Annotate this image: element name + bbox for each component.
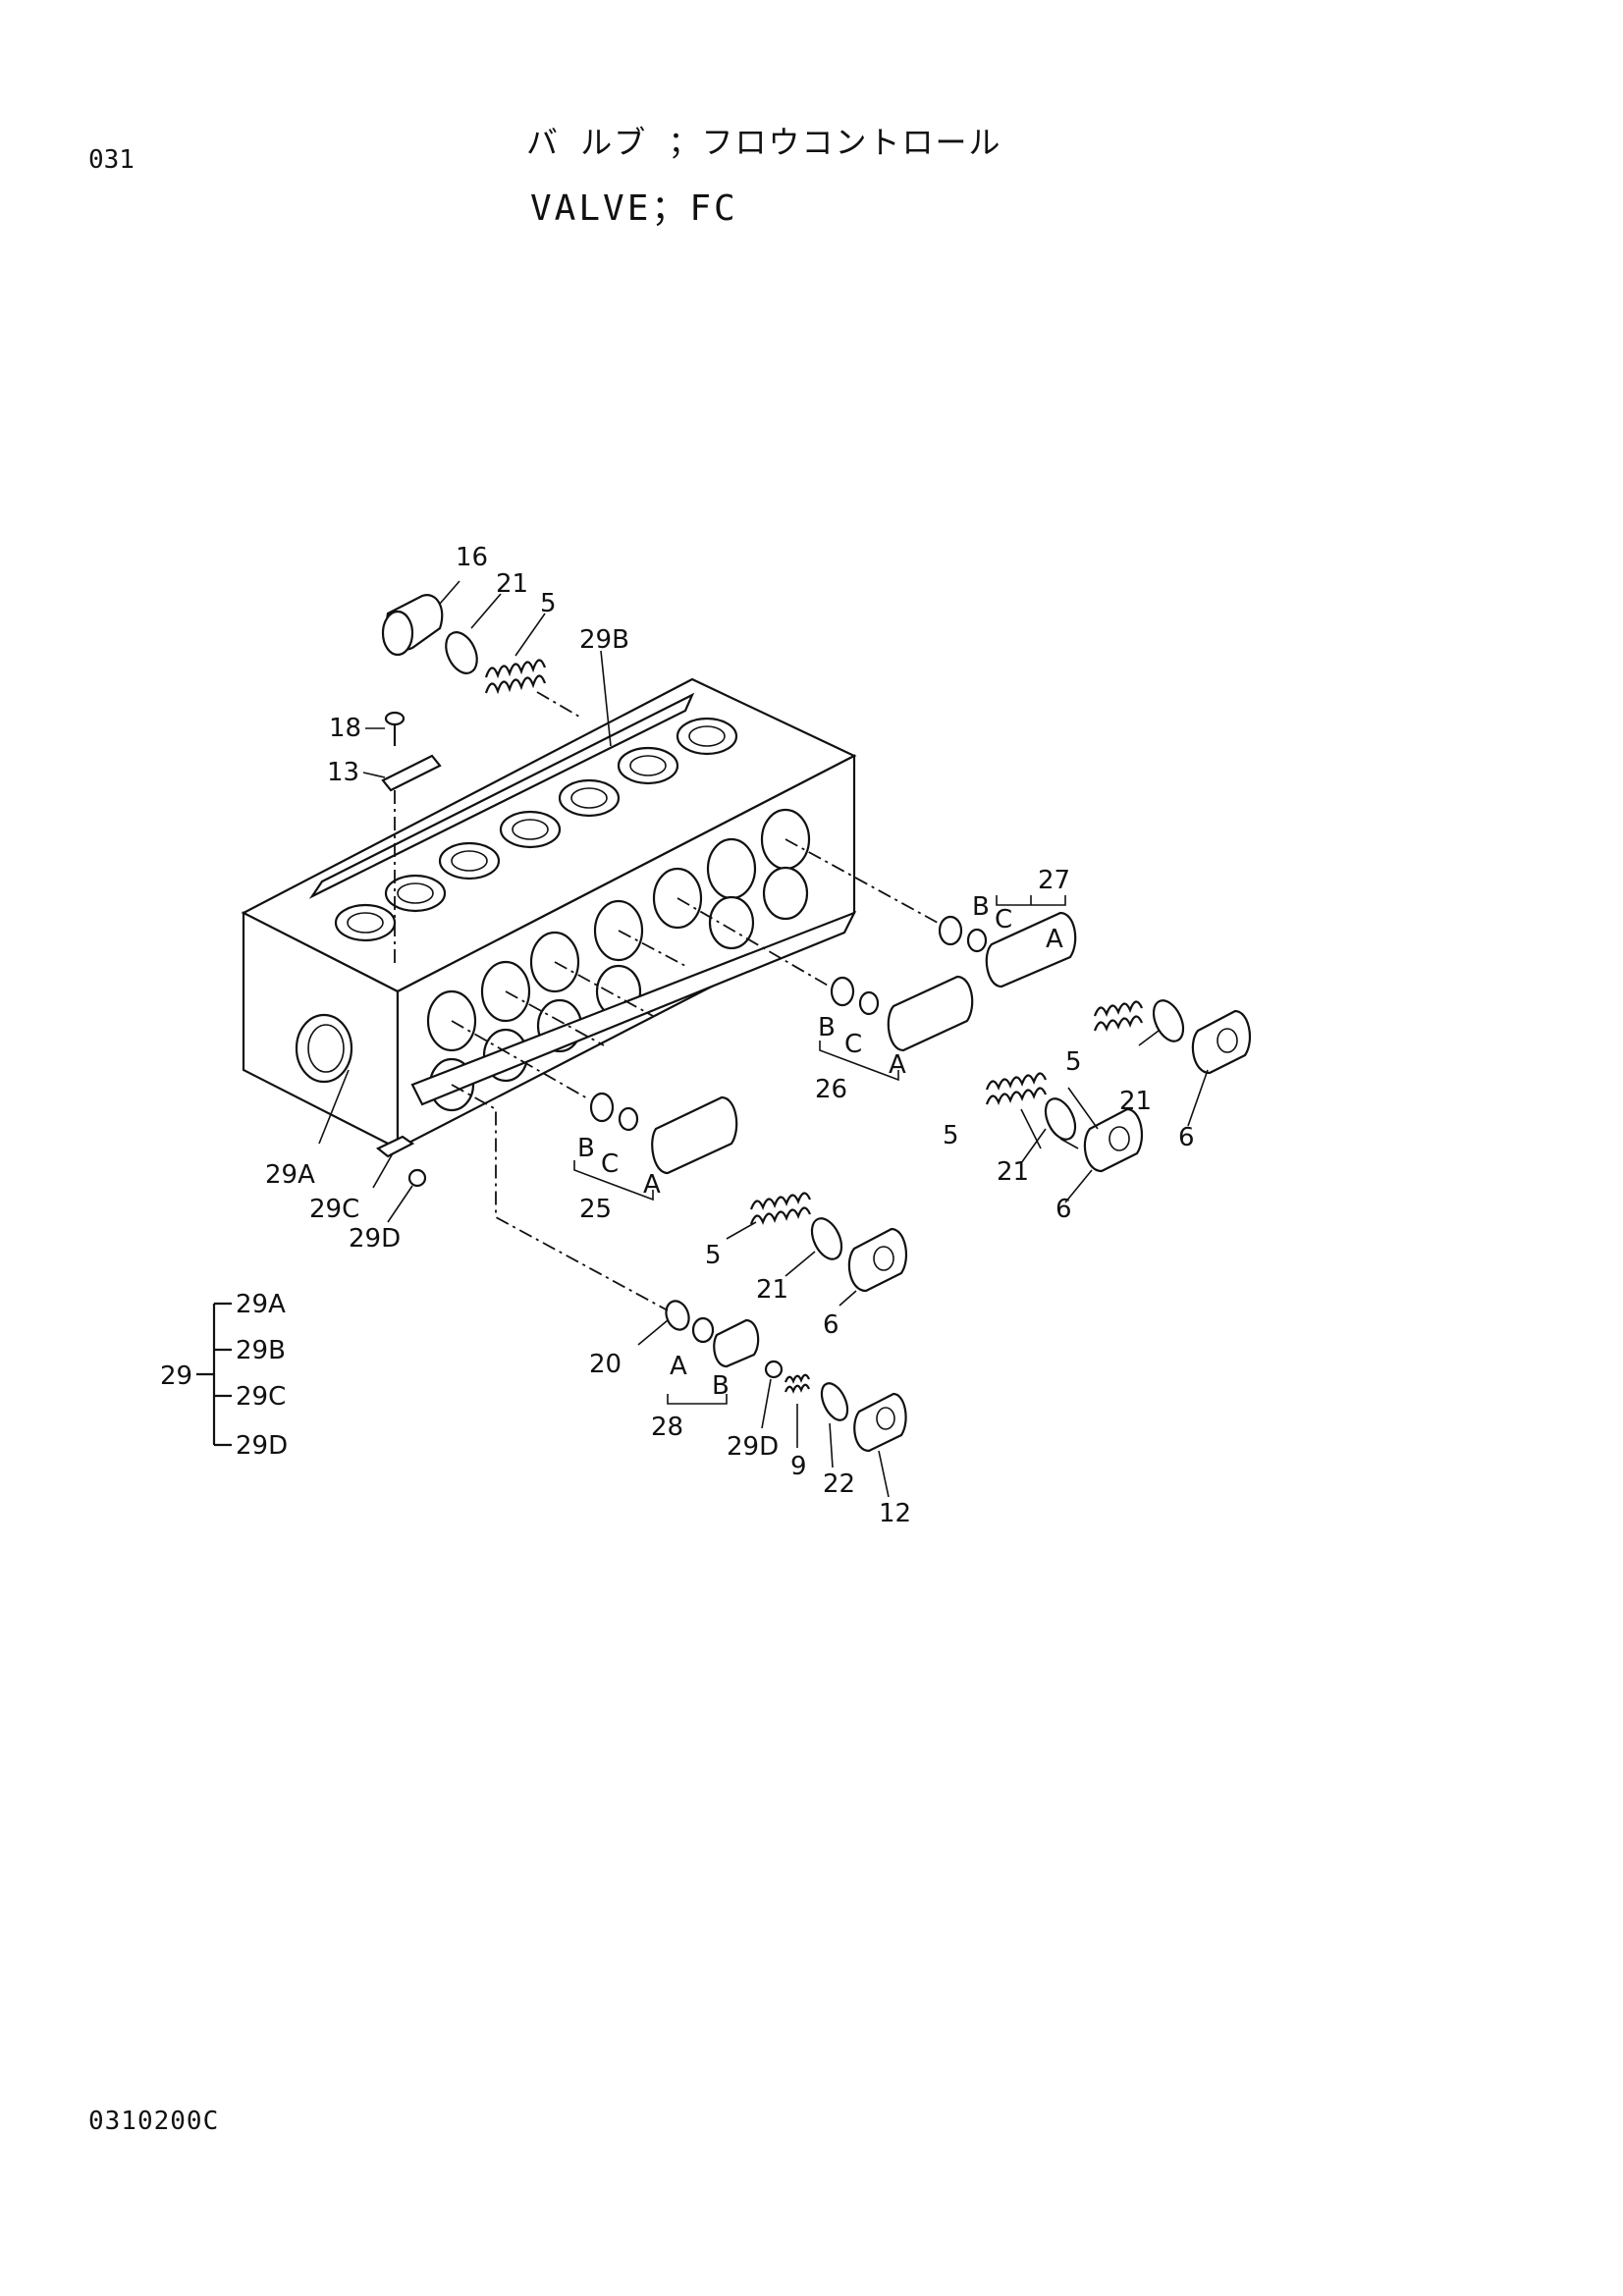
tree-child-29b: 29B — [236, 1336, 286, 1365]
callout-5-r1: 5 — [1065, 1047, 1082, 1077]
callout-25-a: A — [643, 1170, 661, 1200]
title-english: VALVE；FC — [530, 188, 738, 229]
spool-set-26 — [830, 975, 1144, 1173]
callout-5-r3: 5 — [705, 1241, 722, 1270]
callout-21-r3: 21 — [756, 1275, 788, 1305]
group-brackets — [573, 895, 1066, 1405]
callout-18: 18 — [329, 714, 361, 743]
callout-9: 9 — [790, 1452, 807, 1481]
callout-25: 25 — [579, 1195, 612, 1224]
callout-29b: 29B — [579, 625, 629, 655]
callout-21-top: 21 — [496, 569, 528, 599]
callout-29d-bottom: 29D — [727, 1432, 779, 1462]
tree-child-29d: 29D — [236, 1431, 288, 1461]
callout-20: 20 — [589, 1350, 622, 1379]
callout-21-r1: 21 — [1119, 1087, 1152, 1116]
callout-29a: 29A — [265, 1160, 315, 1190]
callout-22: 22 — [823, 1469, 855, 1499]
valve-block — [241, 677, 857, 1150]
callout-6-r1: 6 — [1178, 1123, 1195, 1152]
bottom-strip — [410, 910, 857, 1106]
callout-13: 13 — [327, 758, 359, 787]
callout-27-c: C — [995, 905, 1012, 934]
top-ports — [334, 717, 738, 942]
leader-lines — [318, 580, 1209, 1498]
o-ring-21-top — [445, 631, 478, 674]
callout-28-b: B — [712, 1371, 730, 1401]
callout-28: 28 — [651, 1413, 683, 1442]
page-number: 031 — [88, 145, 135, 175]
callout-6-r2: 6 — [1055, 1195, 1072, 1224]
callout-5-top: 5 — [540, 589, 557, 618]
callout-27-b: B — [972, 892, 990, 922]
spool-set-28 — [665, 1300, 907, 1453]
callout-25-b: B — [577, 1134, 595, 1163]
spool-set-27 — [938, 911, 1252, 1075]
callout-26-c: C — [844, 1030, 862, 1059]
spool-set-25 — [589, 1092, 908, 1293]
assembly-tree — [196, 1302, 232, 1447]
screw-18 — [384, 711, 406, 746]
callout-25-c: C — [601, 1149, 619, 1179]
callout-26-a: A — [889, 1050, 906, 1080]
callout-29d: 29D — [349, 1224, 401, 1254]
callout-28-a: A — [670, 1352, 687, 1381]
callout-12: 12 — [879, 1499, 911, 1528]
callout-26-b: B — [818, 1013, 836, 1042]
callout-27: 27 — [1038, 866, 1070, 895]
tree-root-29: 29 — [160, 1362, 192, 1391]
callouts: 16 21 5 29B 18 13 27 B C A 5 21 6 B C A … — [160, 543, 1195, 1528]
plate-29c — [375, 1135, 415, 1158]
title-japanese: バ ルブ ；フロウコントロール — [526, 124, 1002, 161]
callout-21-r2: 21 — [997, 1157, 1029, 1187]
callout-16: 16 — [456, 543, 488, 572]
callout-27-a: A — [1046, 925, 1063, 954]
top-slot — [308, 692, 695, 899]
callout-6-r3: 6 — [823, 1310, 839, 1340]
ball-29d — [407, 1168, 427, 1188]
plate-13 — [381, 754, 442, 792]
callout-5-r2: 5 — [943, 1121, 959, 1150]
tree-child-29c: 29C — [236, 1382, 286, 1412]
drawing-code: 0310200C — [88, 2107, 220, 2136]
tree-child-29a: 29A — [236, 1290, 286, 1319]
callout-26: 26 — [815, 1075, 847, 1104]
spring-5-top — [484, 659, 547, 695]
plug-16 — [381, 594, 444, 657]
callout-29c: 29C — [309, 1195, 359, 1224]
